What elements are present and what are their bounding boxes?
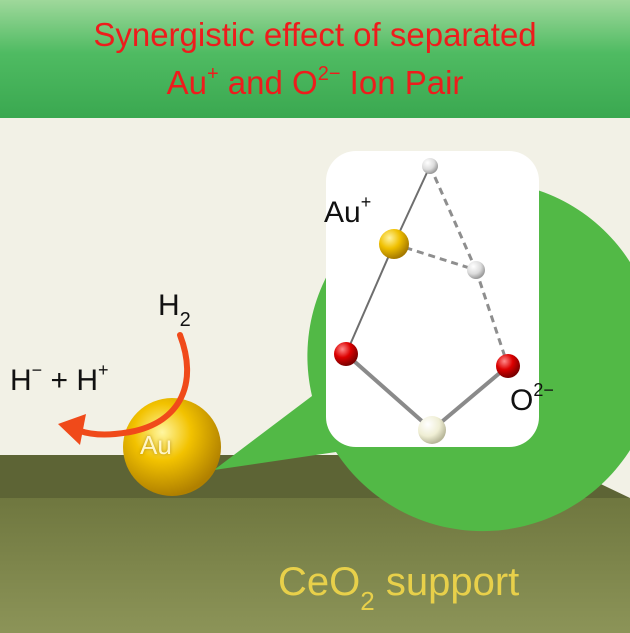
title-o-charge: 2− <box>317 63 341 85</box>
inset-panel <box>326 151 539 447</box>
title-text: Synergistic effect of separated <box>93 16 537 53</box>
au-cation-symbol: Au <box>324 196 361 229</box>
oxygen-anion-charge: 2− <box>533 380 554 400</box>
reaction-arrowhead <box>58 414 86 445</box>
oxygen-atom-left <box>334 342 358 366</box>
title-ion-pair: Ion Pair <box>340 64 464 101</box>
support-subscript: 2 <box>360 586 375 616</box>
proton-charge: + <box>98 360 109 380</box>
oxygen-anion-atom <box>496 354 520 378</box>
bond-au-o1 <box>345 243 395 355</box>
title-banner <box>0 0 630 118</box>
hydrogen-atom-middle <box>467 261 485 279</box>
title-and-o: and O <box>218 64 318 101</box>
hydride-charge: − <box>31 360 43 380</box>
products-label: H− + H+ <box>10 361 109 398</box>
hydride-symbol: H <box>10 364 32 397</box>
bond-ce-o2 <box>430 364 510 432</box>
title-line-1: Synergistic effect of separated <box>0 16 630 54</box>
gold-cation-atom <box>379 229 409 259</box>
h2-symbol: H <box>158 289 180 322</box>
oxygen-anion-symbol: O <box>510 384 534 417</box>
support-ceo: CeO <box>278 560 361 604</box>
h2-label: H2 <box>158 289 191 330</box>
h2-subscript: 2 <box>179 309 191 331</box>
support-word: support <box>374 560 520 604</box>
support-front-face <box>0 498 630 633</box>
gold-particle-text: Au <box>140 430 172 460</box>
plus-proton: + H <box>42 364 99 397</box>
au-cation-label: Au+ <box>324 193 371 230</box>
cerium-atom <box>418 416 446 444</box>
au-cation-charge: + <box>360 192 372 212</box>
gold-particle <box>123 398 221 496</box>
reaction-arrow <box>77 332 191 438</box>
support-label: CeO2 support <box>278 560 520 614</box>
oxygen-anion-label: O2− <box>510 381 554 418</box>
bond-o1-ce <box>344 352 434 432</box>
hydrogen-atom-top <box>422 158 438 174</box>
title-au: Au <box>166 64 207 101</box>
title-au-charge: + <box>206 63 219 85</box>
dashed-h2-o2 <box>474 269 510 367</box>
dashed-h1-h2 <box>428 165 478 271</box>
gold-particle-label: Au <box>140 428 172 462</box>
title-line-2: Au+ and O2− Ion Pair <box>0 64 630 102</box>
